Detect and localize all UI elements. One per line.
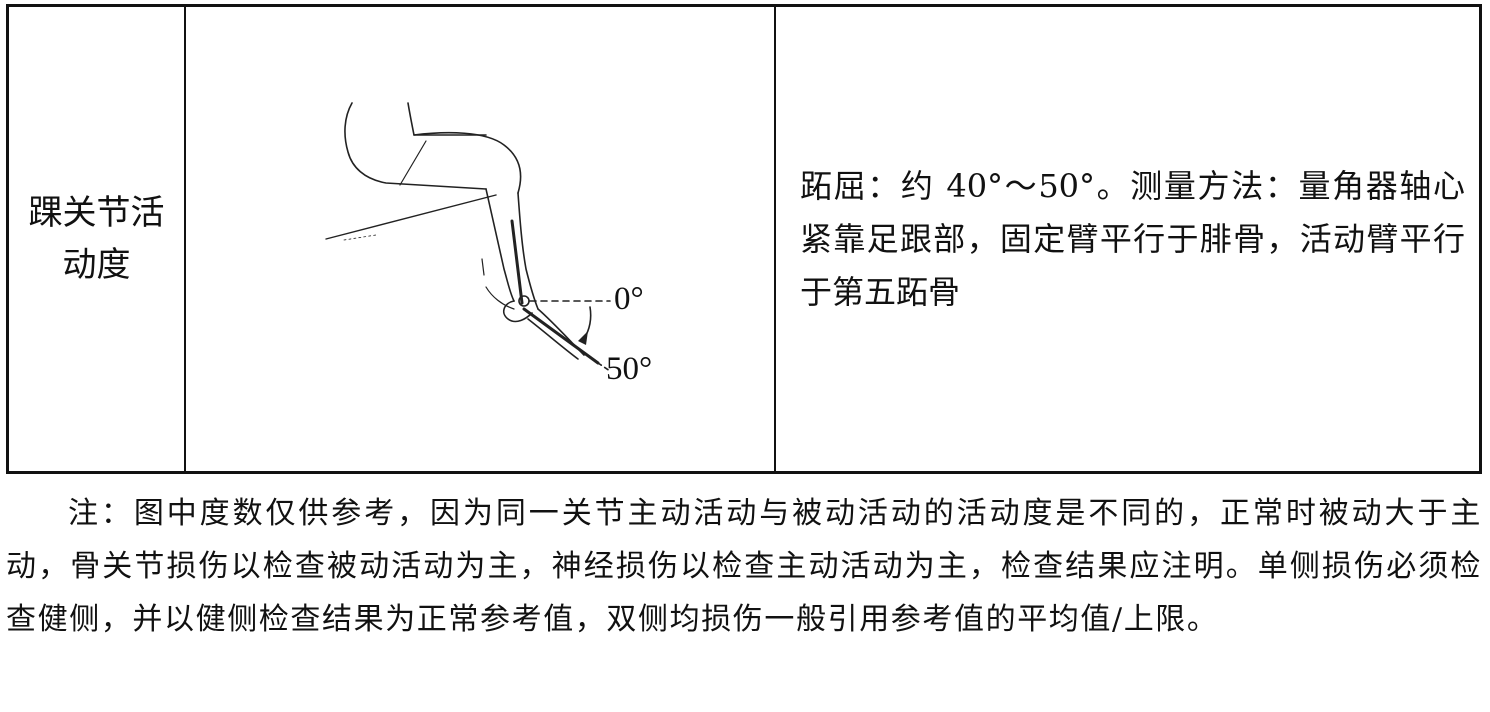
goniometer-moving-arm [522, 307, 600, 365]
column-divider [184, 7, 186, 471]
fifty-degree-line [597, 362, 611, 372]
goniometer-axis [518, 295, 530, 307]
heel-outline [502, 300, 533, 323]
angle-label-0: 0° [614, 281, 644, 317]
seat-line [325, 194, 497, 240]
knee-crease [399, 140, 427, 186]
angle-label-50: 50° [606, 351, 653, 387]
joint-name-cell: 踝关节活动度 [9, 7, 184, 471]
measurement-description: 跖屈：约 40°～50°。测量方法：量角器轴心紧靠足跟部，固定臂平行于腓骨，活动… [800, 166, 1465, 311]
footnote: 注：图中度数仅供参考，因为同一关节主动活动与被动活动的活动度是不同的，正常时被动… [6, 496, 1482, 637]
shin-front [517, 192, 539, 310]
joint-name: 踝关节活动度 [28, 193, 165, 285]
thigh-top-outline [407, 102, 487, 136]
description-cell: 跖屈：约 40°～50°。测量方法：量角器轴心紧靠足跟部，固定臂平行于腓骨，活动… [776, 7, 1479, 471]
knee-outline [413, 131, 522, 194]
figure-cell: 0° 50° [186, 7, 774, 471]
other-foot-outline [485, 286, 515, 310]
other-foot-outline [481, 258, 485, 276]
thigh-outline [344, 102, 487, 190]
ankle-goniometer-illustration [325, 102, 611, 372]
goniometer-fixed-arm [510, 219, 524, 305]
rom-table: 踝关节活动度 [6, 4, 1482, 474]
seat-shadow [343, 234, 377, 241]
column-divider [774, 7, 776, 471]
foot-sole [527, 318, 579, 360]
shin-back [485, 188, 515, 302]
arrow-head-icon [578, 331, 588, 345]
